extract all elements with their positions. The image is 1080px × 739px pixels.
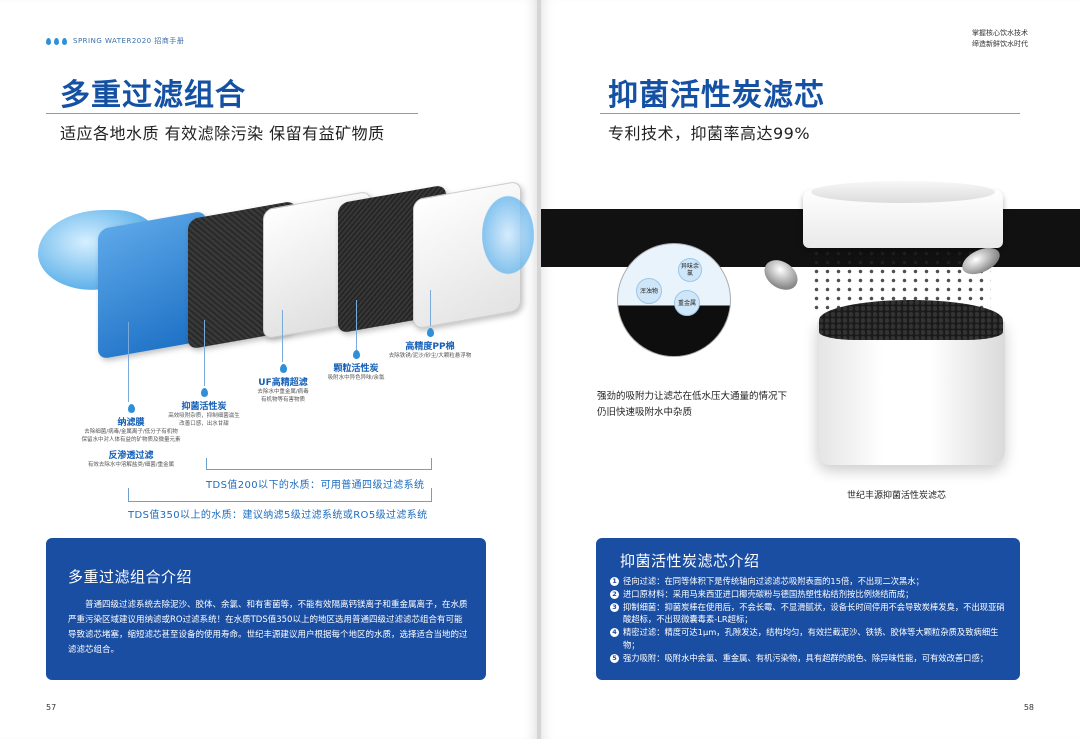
callout-pp-cotton: 高精度PP棉 去除铁锈/泥沙/砂尘/大颗粒悬浮物 <box>378 328 482 360</box>
drop-icon <box>352 350 360 359</box>
book-spine <box>537 0 541 739</box>
tds-200-bracket <box>206 458 432 470</box>
tds-350-bracket <box>128 488 432 502</box>
header-text: SPRING WATER2020 招商手册 <box>73 37 185 45</box>
water-stream-icon <box>478 190 537 280</box>
water-drops-icon <box>46 37 67 45</box>
left-page: SPRING WATER2020 招商手册 多重过滤组合 适应各地水质 有效滤除… <box>0 0 537 739</box>
drop-icon <box>279 364 287 373</box>
panel-title: 多重过滤组合介绍 <box>68 568 193 586</box>
page-number: 58 <box>1023 703 1034 712</box>
panel-title: 抑菌活性炭滤芯介绍 <box>620 552 760 570</box>
drop-icon <box>426 328 434 337</box>
tds-200-note: TDS值200以下的水质：可用普通四级过滤系统 <box>206 480 425 491</box>
brochure-header: 掌握核心饮水技术 缔造新鲜饮水时代 <box>972 29 1028 48</box>
bubble-odor: 异味余氯 <box>678 258 702 282</box>
callout-granular-carbon: 颗粒活性炭 吸附水中异色异味/余氯 <box>312 350 400 382</box>
bubble-turbidity: 浑浊物 <box>636 278 662 304</box>
page-subtitle: 专利技术，抑菌率高达99% <box>608 124 811 143</box>
brochure-header: SPRING WATER2020 招商手册 <box>46 36 184 46</box>
title-divider <box>600 113 1020 114</box>
drop-icon <box>200 388 208 397</box>
page-number: 57 <box>46 703 57 712</box>
page-subtitle: 适应各地水质 有效滤除污染 保留有益矿物质 <box>60 124 385 143</box>
panel-body: 普通四级过滤系统去除泥沙、胶体、余氯、和有害菌等，不能有效隔离钙镁离子和重金属离… <box>68 600 468 655</box>
intro-panel-left: 多重过滤组合介绍 普通四级过滤系统去除泥沙、胶体、余氯、和有害菌等，不能有效隔离… <box>46 538 486 680</box>
right-page: 掌握核心饮水技术 缔造新鲜饮水时代 抑菌活性炭滤芯 专利技术，抑菌率高达99% … <box>541 0 1080 739</box>
callout-nanofiltration: 纳滤膜 去除细菌/病毒/金属离子/低分子有机物 保留水中对人体有益的矿物质及微量… <box>76 404 186 469</box>
callout-uf: UF高精超滤 去除水中重金属/病毒 有机物等有害物质 <box>240 364 326 404</box>
adsorption-caption: 强劲的吸附力让滤芯在低水压大通量的情况下仍旧快速吸附水中杂质 <box>597 391 788 418</box>
page-title: 多重过滤组合 <box>60 78 246 113</box>
tds-350-note: TDS值350以上的水质：建议纳滤5级过滤系统或RO5级过滤系统 <box>128 510 428 521</box>
carbon-granules <box>819 300 1003 340</box>
title-divider <box>46 113 418 114</box>
product-caption: 世纪丰源抑菌活性炭滤芯 <box>847 491 947 501</box>
bubble-heavy-metal: 重金属 <box>674 290 700 316</box>
carbon-particles <box>811 240 991 310</box>
callout-antibacterial-carbon: 抑菌活性炭 高效吸附杂质，抑制细菌滋生 改善口感，出水甘甜 <box>160 388 248 428</box>
filter-body <box>817 320 1005 465</box>
page-title: 抑菌活性炭滤芯 <box>608 78 825 113</box>
filter-cap-top <box>811 181 995 203</box>
filter-layers-illustration <box>38 180 537 360</box>
drop-icon <box>127 404 135 413</box>
adsorption-zoom-circle: 异味余氯 浑浊物 重金属 <box>617 243 731 357</box>
